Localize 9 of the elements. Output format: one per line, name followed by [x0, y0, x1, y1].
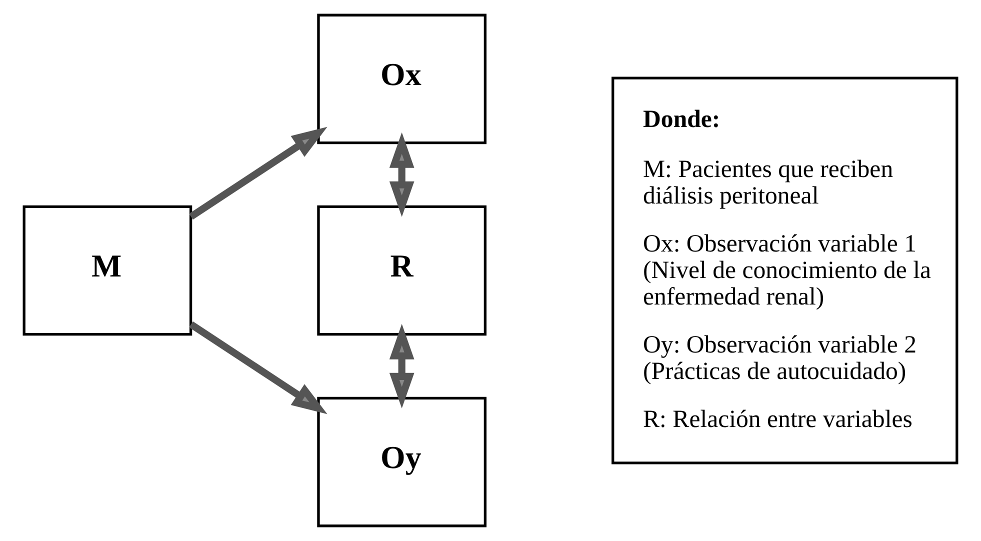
node-box: M: [22, 205, 192, 336]
arrow: [389, 132, 414, 217]
arrow: [389, 324, 414, 408]
node-box: Ox: [317, 14, 486, 144]
node-box: Oy: [317, 396, 486, 528]
node-box: R: [317, 205, 486, 336]
arrow: [189, 321, 328, 414]
arrow: [189, 126, 328, 220]
node-box: Donde: M: Pacientes que reciben diálisis peritoneal Ox: Observación variable 1 (Nivel de conocimiento de la enfermedad renal) Oy: Observación variable 2 (Prácticas de autocuidado) R: Relación entre variables: [612, 76, 958, 464]
